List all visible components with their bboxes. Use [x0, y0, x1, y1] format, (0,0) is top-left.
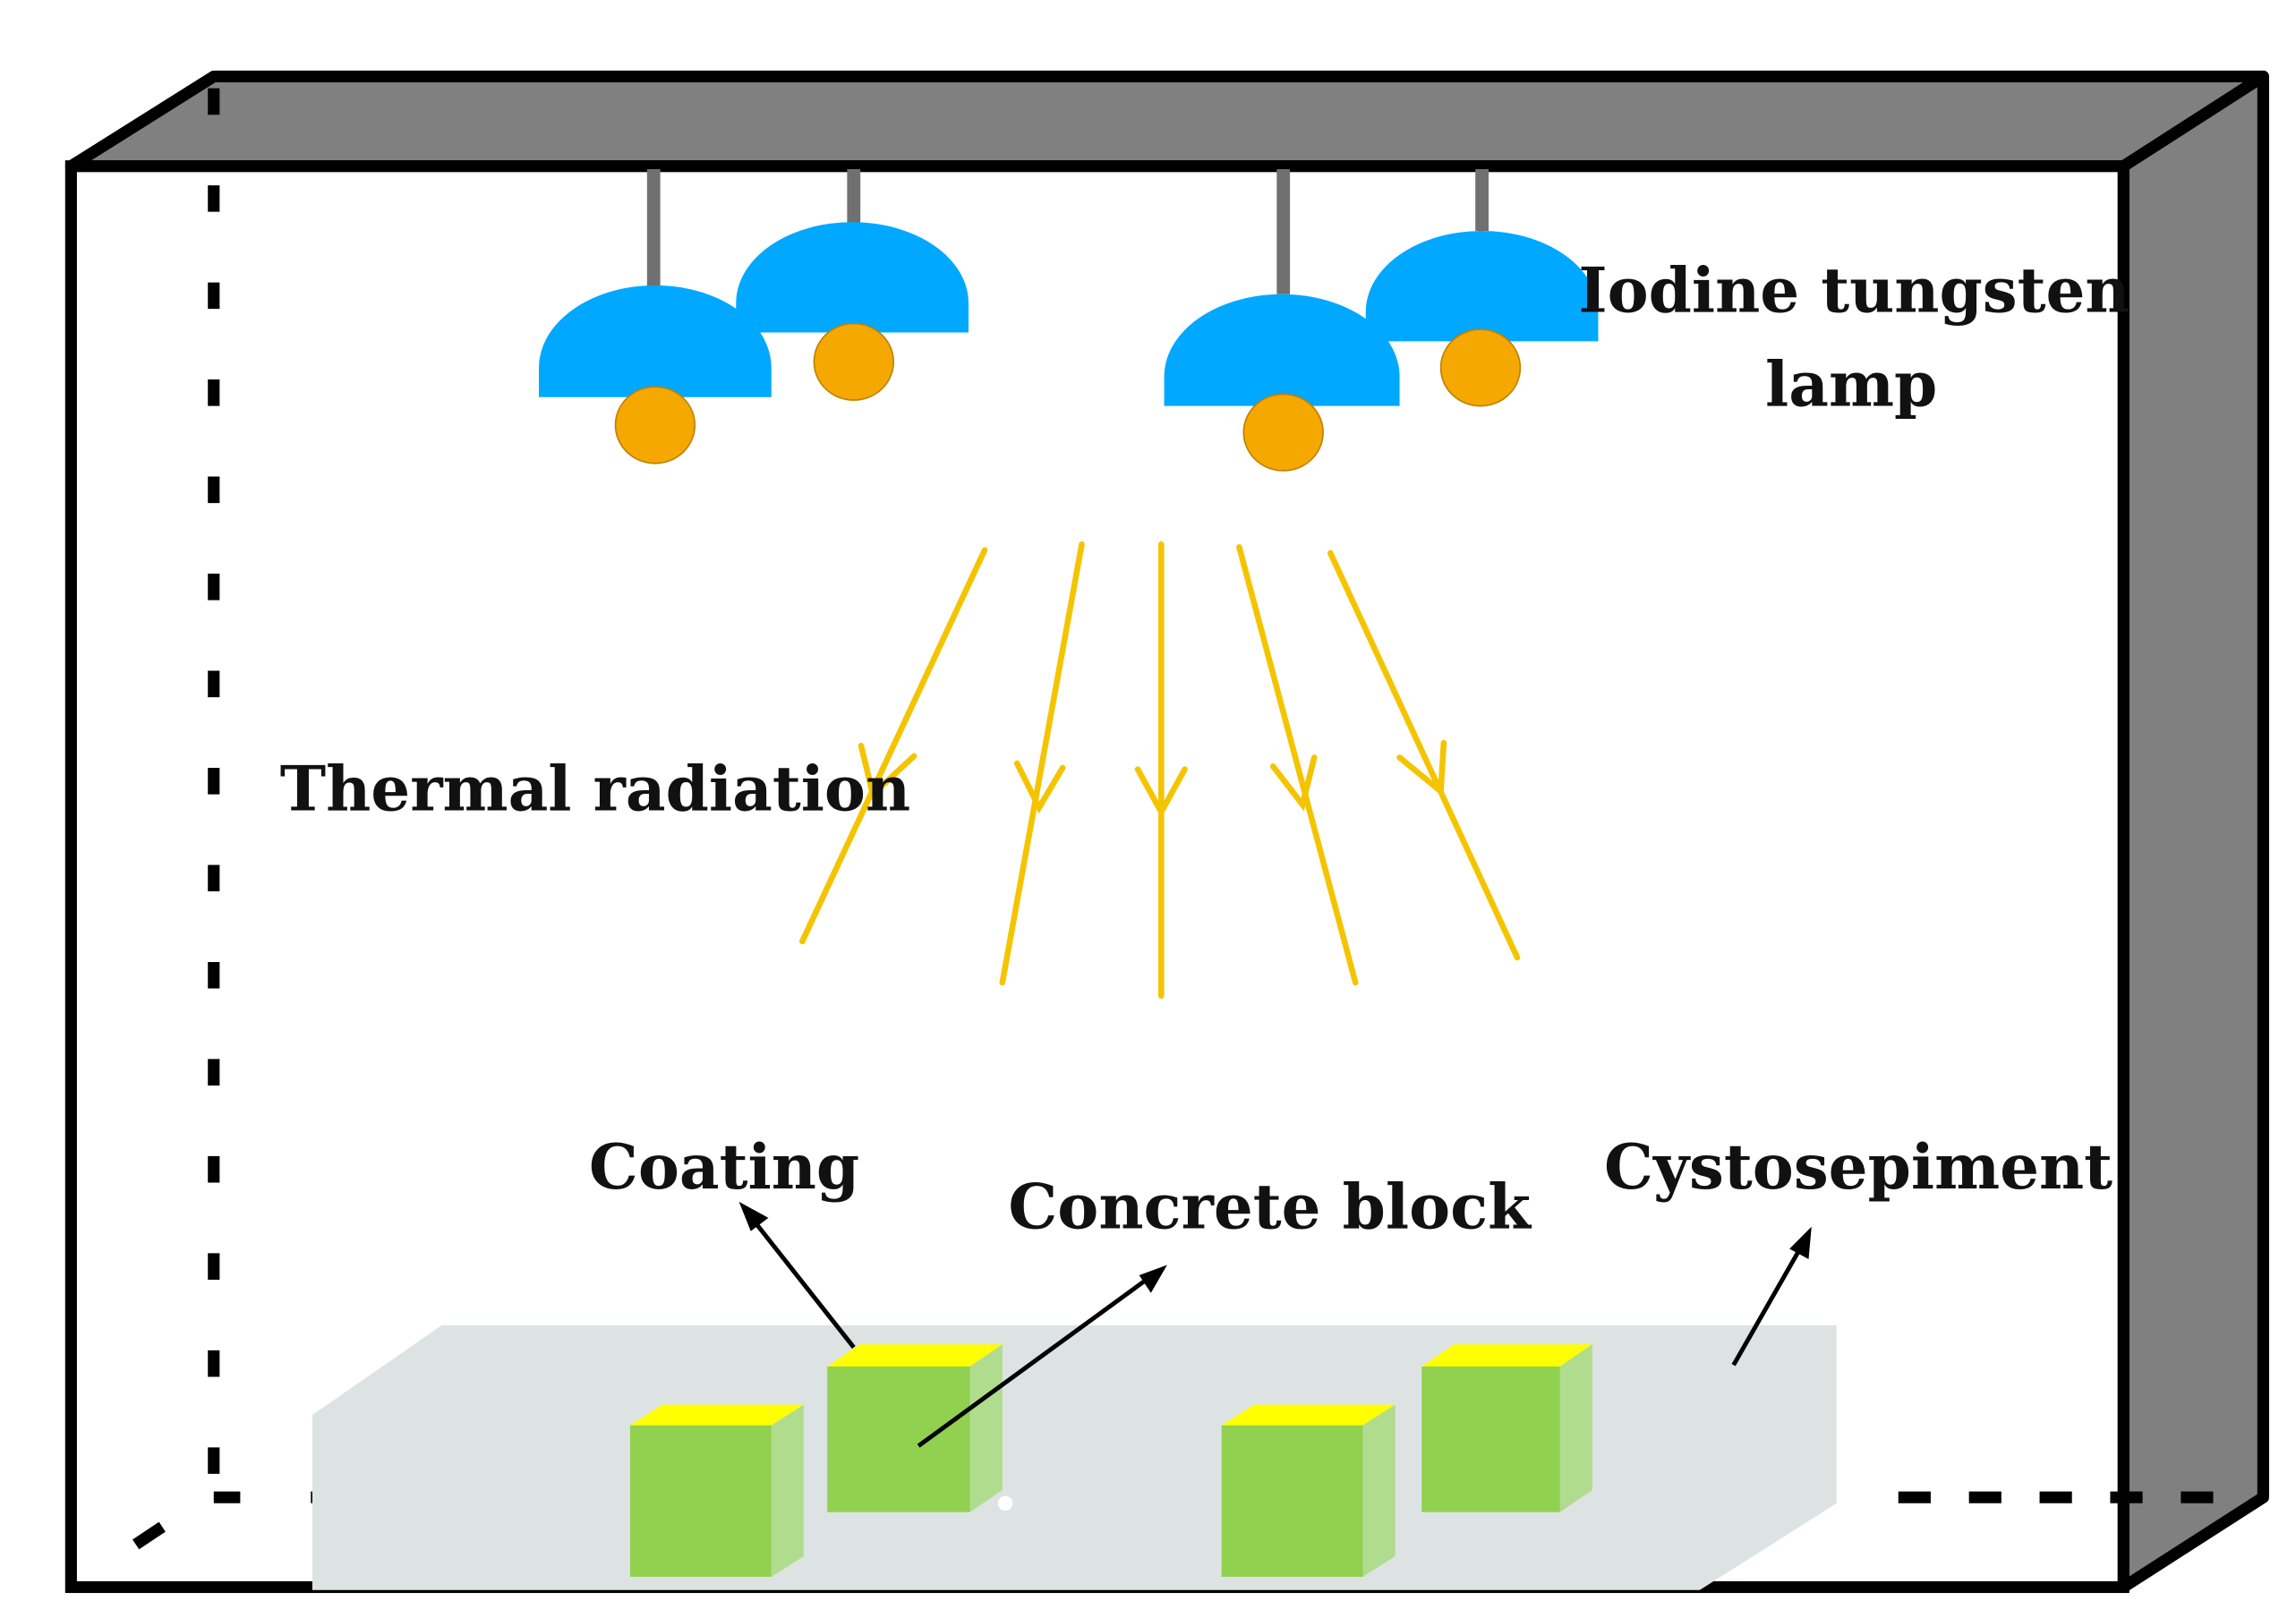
concrete-block-icon	[1421, 1344, 1592, 1512]
lamp-group	[539, 169, 1599, 472]
cystosepiment-board	[312, 1324, 1837, 1590]
coating-label: Coating	[589, 1131, 859, 1204]
radiation-arrow-icon	[1327, 549, 1521, 961]
concrete-block-icon	[827, 1344, 1003, 1512]
annotation-arrows	[738, 1201, 1812, 1448]
lamp-icon	[539, 169, 772, 464]
concrete-arrow-icon	[917, 1265, 1167, 1448]
radiation-label: Thermal radiation	[280, 754, 910, 826]
lamp-icon	[1365, 169, 1599, 407]
board-marker	[997, 1495, 1013, 1512]
concrete-blocks	[629, 1344, 1592, 1577]
cystosepiment-arrow-icon	[1731, 1226, 1812, 1367]
lamp-label-line2: lamp	[1765, 349, 1937, 422]
lamp-icon	[736, 169, 969, 401]
lamp-label-line1: Iodine tungsten	[1578, 254, 2130, 327]
radiation-rays	[798, 541, 1521, 1000]
radiation-arrow-icon	[999, 541, 1085, 986]
chamber-top-face	[64, 70, 2269, 173]
radiation-arrow-icon	[798, 547, 988, 945]
lamp-icon	[1164, 169, 1400, 472]
coating-arrow-icon	[738, 1201, 856, 1350]
radiation-arrow-icon	[1134, 541, 1188, 1000]
radiation-arrow-icon	[1236, 544, 1359, 986]
cystosepiment-label: Cystosepiment	[1604, 1131, 2112, 1204]
concrete-block-icon	[629, 1404, 804, 1577]
concrete-block-label: Concrete block	[1008, 1171, 1532, 1243]
concrete-block-icon	[1221, 1404, 1396, 1577]
chamber-right-face	[2117, 70, 2269, 1594]
